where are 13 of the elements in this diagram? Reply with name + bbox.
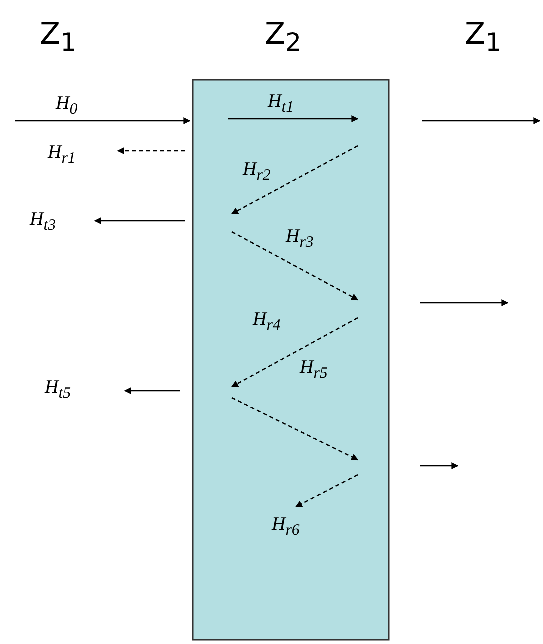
wave-label: H$_{0}$ [56,94,78,118]
wave-label: H$_{r4}$ [253,310,281,334]
wave-label: H$_{t1}$ [268,92,294,116]
wave-label: H$_{r3}$ [286,227,314,251]
wave-label: H$_{r1}$ [48,143,76,167]
impedance-label: Z$_{1}$ [465,20,502,55]
wave-label: H$_{r2}$ [243,160,271,184]
impedance-label: Z$_{1}$ [40,20,76,55]
wave-label: H$_{r5}$ [300,358,328,382]
wave-label: H$_{t3}$ [30,210,56,234]
impedance-label: Z$_{2}$ [265,20,302,55]
wave-label: H$_{t5}$ [45,378,72,402]
wave-label: H$_{r6}$ [272,515,300,539]
